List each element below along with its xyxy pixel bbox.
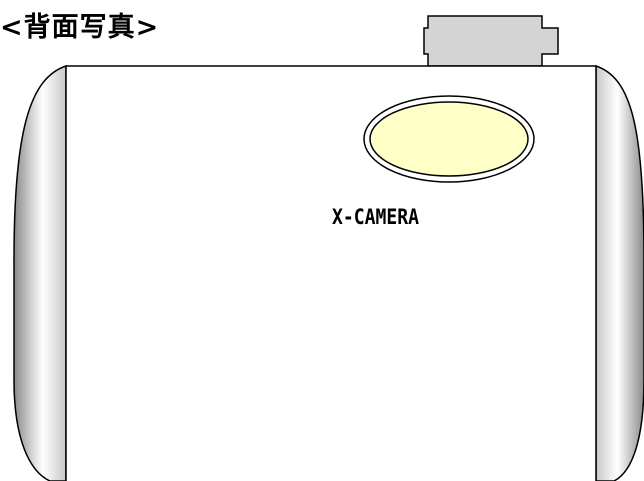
left-grip (13, 64, 67, 481)
diagram-title: <背面写真> (0, 12, 160, 43)
top-block (423, 15, 559, 67)
viewfinder-inner (369, 101, 529, 177)
right-grip (595, 64, 644, 481)
camera-label: X-CAMERA (332, 205, 419, 229)
